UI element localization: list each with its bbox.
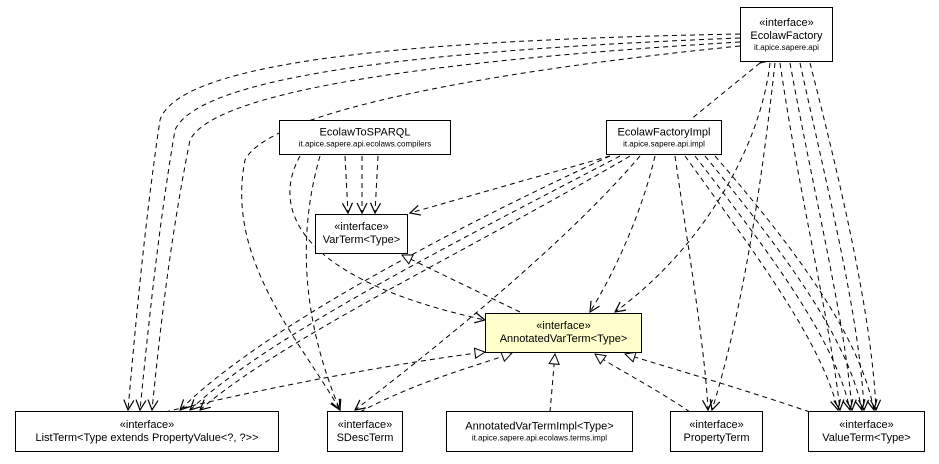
edge-impl-factory	[689, 63, 760, 121]
node-annotated-var-term-impl[interactable]: AnnotatedVarTermImpl<Type> it.apice.sape…	[446, 411, 633, 452]
stereotype-label: «interface»	[337, 418, 393, 431]
edge-sparql-annotated	[289, 155, 485, 320]
edge-impl-listterm-3	[200, 155, 631, 410]
class-name: ListTerm<Type extends PropertyValue<?, ?…	[35, 431, 259, 444]
package-name: it.apice.sapere.api.ecolaws.compilers	[298, 139, 432, 148]
edge-valueterm-annotated	[625, 354, 811, 413]
class-name: ValueTerm<Type>	[822, 431, 911, 444]
edge-factory-propertyterm	[712, 62, 776, 410]
node-ecolaw-factory-impl[interactable]: EcolawFactoryImpl it.apice.sapere.api.im…	[606, 120, 722, 155]
class-name: EcolawFactoryImpl	[617, 126, 711, 138]
edge-impl-valueterm-2	[694, 155, 850, 410]
edge-annotated-varterm	[402, 255, 521, 313]
node-annotated-var-term[interactable]: «interface» AnnotatedVarTerm<Type>	[485, 313, 642, 353]
edge-propertyterm-annotated	[595, 354, 691, 413]
node-var-term[interactable]: «interface» VarTerm<Type>	[315, 214, 408, 254]
edge-sparql-varterm-3	[375, 155, 378, 213]
node-property-term[interactable]: «interface» PropertyTerm	[670, 411, 763, 452]
class-name: AnnotatedVarTermImpl<Type>	[465, 420, 614, 432]
edge-factory-valueterm-4	[809, 62, 876, 410]
edge-impl-propertyterm	[674, 155, 708, 410]
class-name: EcolawFactory	[750, 29, 823, 42]
class-name: AnnotatedVarTerm<Type>	[499, 333, 628, 345]
edge-factory-sdescterm	[241, 45, 741, 410]
edge-sparql-sdescterm	[305, 155, 340, 410]
node-ecolaw-to-sparql[interactable]: EcolawToSPARQL it.apice.sapere.api.ecola…	[279, 120, 451, 155]
edge-impl-sdescterm	[355, 155, 641, 410]
package-name: it.apice.sapere.api	[754, 42, 819, 52]
package-name: it.apice.sapere.api.impl	[623, 139, 705, 148]
edge-sdescterm-annotated	[359, 353, 512, 413]
edge-factory-listterm-1	[128, 33, 741, 410]
stereotype-label: «interface»	[536, 320, 591, 332]
dependency-edges	[128, 33, 876, 413]
edge-impl-valueterm-1	[684, 155, 838, 410]
edge-impl-valueterm-4	[714, 155, 874, 410]
stereotype-label: «interface»	[689, 418, 744, 431]
edge-impl-annotated-extends	[550, 354, 555, 413]
edge-factory-valueterm-1	[779, 62, 840, 410]
edge-factory-listterm-3	[152, 41, 741, 410]
node-list-term[interactable]: «interface» ListTerm<Type extends Proper…	[15, 411, 279, 452]
edge-sparql-varterm-1	[345, 155, 348, 213]
edge-impl-annotated	[590, 155, 656, 312]
node-value-term[interactable]: «interface» ValueTerm<Type>	[808, 411, 925, 452]
node-ecolaw-factory[interactable]: «interface» EcolawFactory it.apice.saper…	[740, 7, 833, 62]
edge-factory-listterm-2	[140, 37, 741, 410]
edge-impl-listterm-2	[190, 155, 621, 410]
edge-impl-varterm	[410, 155, 611, 213]
stereotype-label: «interface»	[119, 418, 175, 431]
class-name: SDescTerm	[336, 431, 394, 444]
class-name: VarTerm<Type>	[322, 234, 401, 246]
stereotype-label: «interface»	[839, 418, 894, 431]
node-sdesc-term[interactable]: «interface» SDescTerm	[327, 411, 403, 452]
package-name: it.apice.sapere.api.ecolaws.terms.impl	[471, 433, 608, 442]
edge-impl-valueterm-3	[704, 155, 862, 410]
edge-impl-listterm-1	[180, 155, 611, 410]
edge-factory-valueterm-3	[799, 62, 864, 410]
stereotype-label: «interface»	[759, 16, 814, 29]
edge-listterm-annotated	[164, 352, 485, 413]
class-name: EcolawToSPARQL	[319, 126, 411, 138]
edge-factory-valueterm-2	[789, 62, 852, 410]
class-name: PropertyTerm	[683, 431, 750, 444]
stereotype-label: «interface»	[334, 221, 389, 233]
